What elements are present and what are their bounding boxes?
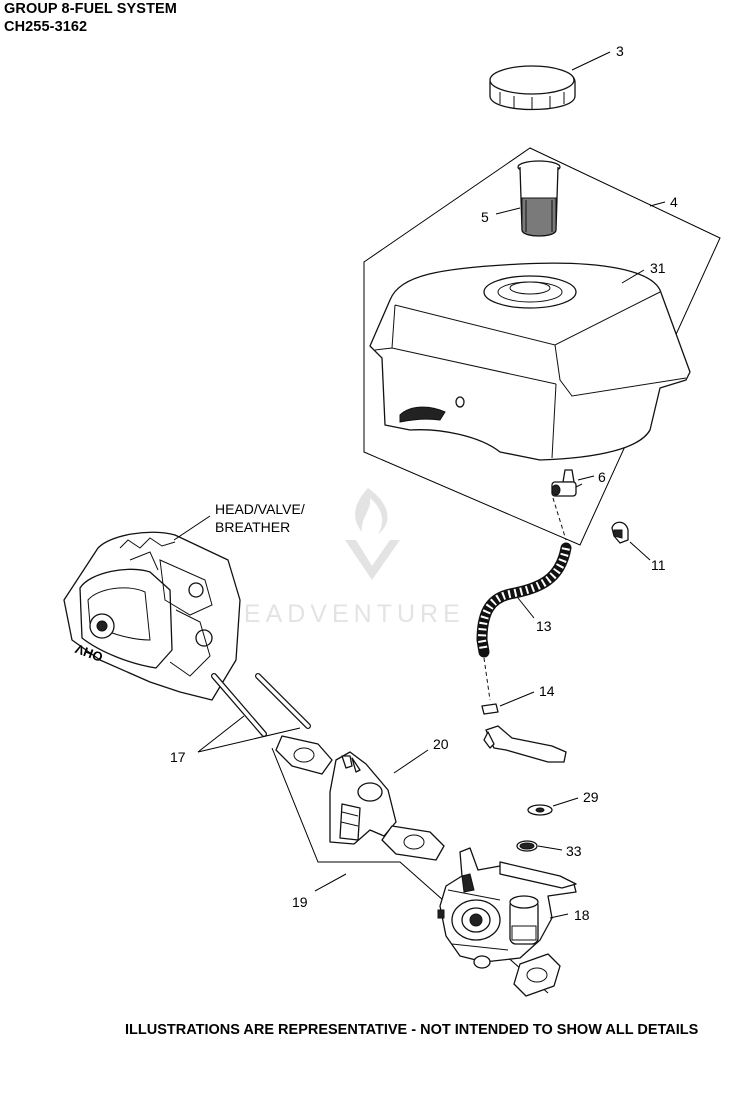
callout-5: 5 bbox=[481, 209, 489, 225]
washer bbox=[527, 804, 553, 816]
carburetor-gasket bbox=[381, 825, 445, 861]
fuel-shutoff-valve bbox=[551, 469, 583, 497]
callout-33: 33 bbox=[566, 843, 582, 859]
callout-19: 19 bbox=[292, 894, 308, 910]
callout-4: 4 bbox=[670, 194, 678, 210]
fuel-cap bbox=[489, 65, 576, 111]
hose-clamp bbox=[611, 521, 629, 544]
callout-14: 14 bbox=[539, 683, 555, 699]
callout-20: 20 bbox=[433, 736, 449, 752]
callout-13: 13 bbox=[536, 618, 552, 634]
choke-lever bbox=[483, 725, 567, 763]
callout-head-line2: BREATHER bbox=[215, 519, 290, 535]
callout-31: 31 bbox=[650, 260, 666, 276]
callout-3: 3 bbox=[616, 43, 624, 59]
fuel-line-clip bbox=[481, 703, 499, 715]
callout-29: 29 bbox=[583, 789, 599, 805]
carburetor bbox=[437, 847, 577, 969]
fuel-line bbox=[476, 497, 572, 701]
cylinder-head-assembly: OHV bbox=[63, 531, 241, 701]
mounting-studs bbox=[211, 673, 311, 737]
air-cleaner-gasket bbox=[513, 953, 561, 997]
intake-gasket bbox=[275, 735, 333, 775]
tank-assembly-bracket bbox=[363, 147, 721, 546]
fuel-strainer bbox=[517, 160, 561, 237]
filter-screen bbox=[516, 840, 538, 852]
model-number: CH255-3162 bbox=[4, 19, 88, 35]
callout-18: 18 bbox=[574, 907, 590, 923]
callout-6: 6 bbox=[598, 469, 606, 485]
disclaimer-footer: ILLUSTRATIONS ARE REPRESENTATIVE - NOT I… bbox=[125, 1022, 699, 1038]
callout-17: 17 bbox=[170, 749, 186, 765]
watermark-text: LEADVENTURE bbox=[225, 600, 465, 628]
carburetor-insulator bbox=[329, 751, 397, 845]
callout-11: 11 bbox=[651, 557, 666, 573]
diagram-title: GROUP 8-FUEL SYSTEM bbox=[4, 1, 177, 17]
callout-head-line1: HEAD/VALVE/ bbox=[215, 501, 305, 517]
fuel-tank bbox=[369, 262, 691, 461]
watermark-logo: LEADVENTURE bbox=[225, 488, 465, 628]
